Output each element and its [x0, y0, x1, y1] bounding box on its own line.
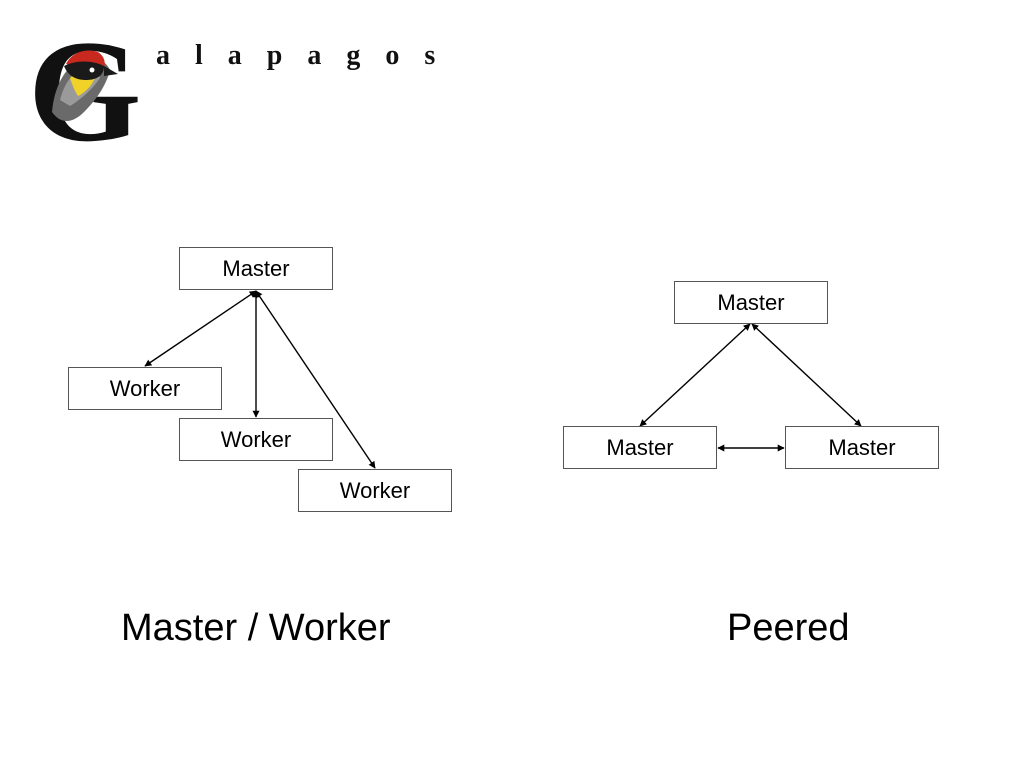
- peer-master-top: Master: [674, 281, 828, 324]
- edge-peer-top-right: [751, 323, 862, 427]
- master-worker-caption: Master / Worker: [121, 607, 391, 649]
- finch-icon: [52, 50, 118, 122]
- peer-master-right: Master: [785, 426, 939, 469]
- logo-wordmark: a l a p a g o s: [156, 40, 445, 71]
- edge-peer-top-left: [639, 323, 751, 427]
- worker-node-3: Worker: [298, 469, 452, 512]
- peer-master-left: Master: [563, 426, 717, 469]
- worker-node-1: Worker: [68, 367, 222, 410]
- edge-master-worker-3: [255, 290, 376, 469]
- galapagos-logo: G: [28, 10, 142, 160]
- peered-caption: Peered: [727, 607, 850, 649]
- master-node: Master: [179, 247, 333, 290]
- worker-node-2: Worker: [179, 418, 333, 461]
- edge-master-worker-1: [144, 290, 257, 367]
